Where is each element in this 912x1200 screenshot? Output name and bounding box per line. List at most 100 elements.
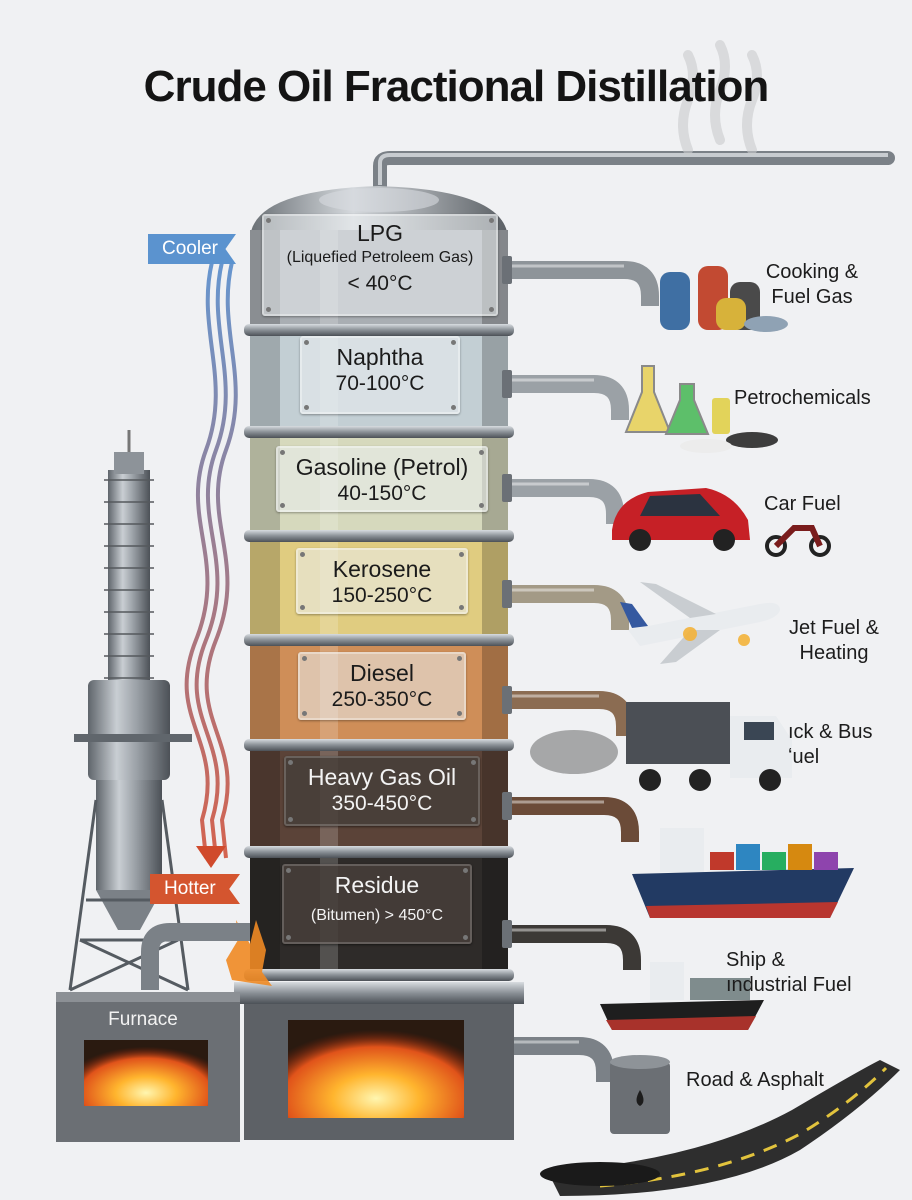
use-label-line: Heating: [799, 642, 869, 664]
plate-rivet: [471, 760, 476, 765]
airplane-icon: [620, 582, 780, 664]
fraction-temperature: 40-150°C: [337, 482, 427, 505]
truck-wheel: [759, 769, 781, 791]
plate-rivet: [459, 605, 464, 610]
barrel-top: [610, 1055, 670, 1069]
fraction-plate-3: Gasoline (Petrol)40-150°C: [276, 446, 488, 512]
plane-wing-bottom: [660, 630, 720, 664]
pipe-body: [504, 691, 634, 736]
pipe-body: [504, 375, 629, 420]
flask-green: [664, 383, 710, 435]
fraction-name: Naphtha: [336, 344, 424, 370]
pipe-flange: [502, 580, 512, 608]
product-pipe-5: [502, 686, 634, 736]
use-label-4: Jet Fuel &Heating: [786, 616, 882, 666]
bottle: [712, 398, 730, 434]
fraction-temperature: 350-450°C: [331, 792, 433, 815]
car-window: [640, 494, 720, 516]
tower-vessel: [88, 680, 170, 780]
pellets-dark: [726, 432, 778, 448]
product-pipe-7: [502, 920, 641, 970]
top-overhead-pipe: [373, 40, 895, 195]
plate-rivet: [300, 605, 305, 610]
hotter-tag: Hotter: [150, 874, 240, 904]
asphalt-pile: [540, 1162, 660, 1186]
band-shadow-left: [250, 640, 280, 745]
car-wheel: [713, 529, 735, 551]
column-ring: [244, 969, 514, 981]
plate-rivet: [280, 503, 285, 508]
tower-platform: [74, 734, 192, 742]
furnace-top: [56, 992, 240, 1002]
plate-rivet: [463, 935, 468, 940]
plane-tail: [620, 602, 648, 628]
pipe-body: [504, 585, 629, 630]
fraction-name: Gasoline (Petrol): [295, 454, 469, 480]
product-illustrations: [530, 266, 900, 1196]
truck-wheel: [689, 769, 711, 791]
overhead-pipe-highlight: [378, 153, 888, 185]
gradient-wave-line: [204, 261, 238, 859]
pipe-flange: [502, 792, 512, 820]
column-ring: [244, 739, 514, 751]
gas-cylinder: [660, 272, 690, 330]
overhead-pipe-body: [373, 151, 895, 195]
steam-plume: [678, 50, 698, 155]
moto-wheel: [765, 535, 787, 557]
plate-rivet: [451, 405, 456, 410]
fraction-temperature: 250-350°C: [331, 688, 433, 711]
plate-rivet: [304, 405, 309, 410]
plate-rivet: [288, 817, 293, 822]
plate-rivet: [302, 656, 307, 661]
product-pipe-2: [502, 370, 629, 420]
ship-deck: [690, 978, 750, 1000]
ship-bridge: [660, 828, 704, 872]
plate-rivet: [280, 450, 285, 455]
fraction-detail: (Liquefied Petroleem Gas): [286, 249, 474, 266]
container: [788, 844, 812, 870]
use-label-line: Cooking &: [765, 261, 859, 283]
use-label-road-asphalt: Road & Asphalt: [686, 1069, 824, 1091]
base-ring: [234, 982, 524, 1004]
product-pipe-6: [502, 792, 639, 842]
column-ring: [244, 324, 514, 336]
truck-window: [744, 722, 774, 740]
product-pipe-3: [502, 474, 624, 524]
container: [710, 852, 734, 870]
column-ring: [244, 846, 514, 858]
container: [762, 852, 786, 870]
ship-hull-red: [606, 1016, 756, 1030]
engine-glow: [683, 627, 697, 641]
use-label-line: ıck & Bus: [788, 721, 873, 743]
furnace-fire: [84, 1040, 208, 1106]
fraction-plate-1: LPG(Liquefied Petroleem Gas)< 40°C: [262, 214, 498, 316]
furnace-feed-pipe: [141, 923, 250, 990]
road-barrel-icon: [540, 1055, 900, 1196]
steam-plume: [710, 40, 730, 145]
pipe-flange: [502, 474, 512, 502]
pipe-flange: [502, 686, 512, 714]
plate-rivet: [457, 656, 462, 661]
column-ring: [244, 634, 514, 646]
page-title: Crude Oil Fractional Distillation: [143, 62, 770, 111]
fraction-temperature: 150-250°C: [331, 584, 433, 607]
cooler-label: Cooler: [162, 238, 218, 259]
pipe-body: [504, 1037, 614, 1082]
use-label-line: Ship &: [726, 949, 785, 971]
plate-rivet: [451, 340, 456, 345]
use-label-line: Petrochemicals: [734, 387, 871, 409]
dome-highlight: [319, 188, 439, 212]
container: [814, 852, 838, 870]
plate-rivet: [489, 307, 494, 312]
exhaust-smoke: [530, 730, 618, 774]
use-label-line: Fuel Gas: [771, 286, 853, 308]
fraction-detail: (Bitumen) > 450°C: [310, 907, 444, 924]
container: [736, 844, 760, 870]
moto-wheel: [809, 535, 831, 557]
support-tower: [68, 430, 192, 992]
tower-top: [114, 452, 144, 474]
